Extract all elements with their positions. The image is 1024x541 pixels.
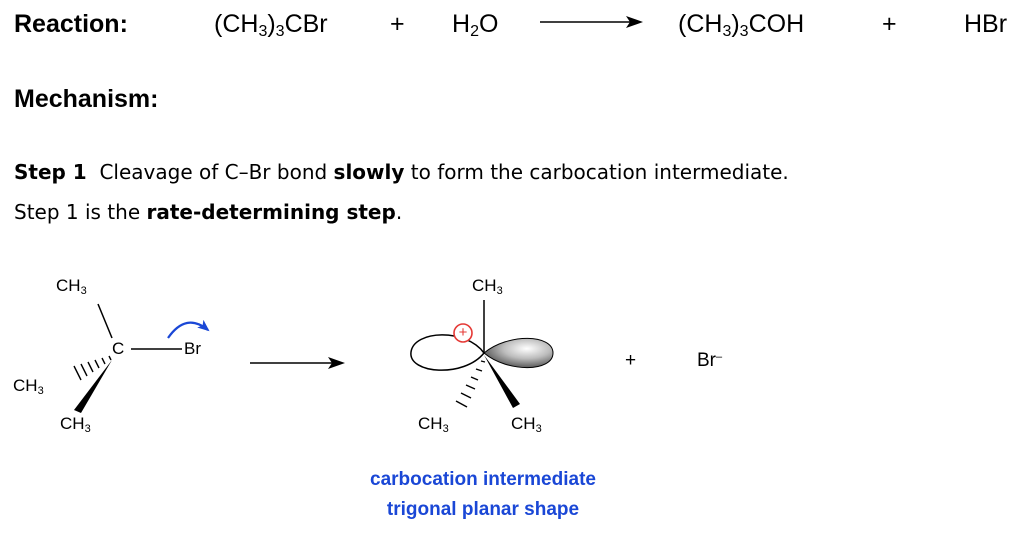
- intermediate-ch3-top: CH3: [472, 276, 503, 297]
- reactant-tert-butyl-bromide: (CH3)3CBr: [214, 10, 328, 40]
- step1-line2: Step 1 is the rate-determining step.: [14, 200, 403, 224]
- reaction-arrow-head: [626, 16, 643, 28]
- p-orbital-empty-lobe: [410, 334, 485, 371]
- reaction-plus-1: +: [390, 10, 405, 38]
- bromide-ion: Br–: [697, 350, 723, 371]
- reactant-ch3-left: CH3: [13, 376, 44, 397]
- caption-line1: carbocation intermediate: [370, 469, 596, 490]
- bond-cation-ch3-left-hashed: [455, 360, 486, 408]
- reactant-water: H2O: [452, 10, 499, 40]
- reactant-carbon: C: [112, 339, 125, 358]
- product-tert-butanol: (CH3)3COH: [678, 10, 805, 40]
- p-orbital-shaded-lobe: [483, 337, 554, 369]
- step1-line1: Step 1 Cleavage of C–Br bond slowly to f…: [14, 160, 789, 184]
- bond-c-ch3-top: [97, 303, 113, 339]
- reaction-plus-2: +: [882, 10, 897, 38]
- reactant-bromine: Br: [184, 339, 201, 358]
- caption-line2: trigonal planar shape: [386, 499, 580, 520]
- positive-charge-sign: +: [458, 324, 468, 341]
- intermediate-ch3-bottom-right: CH3: [511, 414, 542, 435]
- bond-c-ch3-left-hashed: [73, 355, 112, 381]
- positive-charge-circle: [453, 323, 473, 343]
- reactant-ch3-bottom: CH3: [60, 414, 91, 435]
- mechanism-label: Mechanism:: [14, 85, 159, 113]
- curved-electron-arrow: [167, 319, 210, 339]
- product-hydrogen-bromide: HBr: [964, 10, 1008, 38]
- diagram-plus: +: [625, 350, 637, 371]
- bond-c-ch3-bottom-wedge: [74, 360, 112, 413]
- reactant-ch3-top: CH3: [56, 276, 87, 297]
- intermediate-ch3-bottom-left: CH3: [418, 414, 449, 435]
- bond-cation-ch3-right-wedge: [484, 355, 520, 408]
- reaction-label: Reaction:: [14, 10, 128, 38]
- step-arrow-head: [328, 357, 345, 369]
